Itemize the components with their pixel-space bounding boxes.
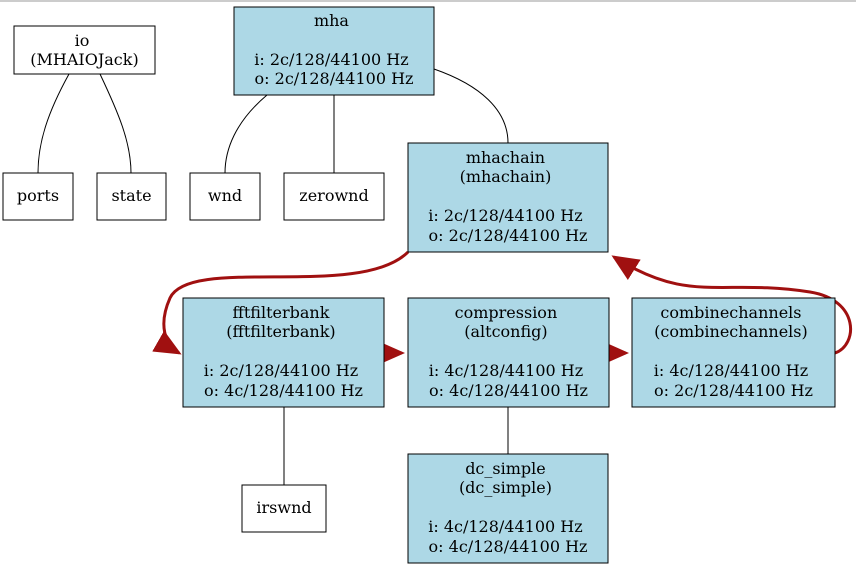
node-mhachain-box [407, 142, 609, 253]
node-irswnd: irswnd [241, 484, 327, 533]
node-fftfilterbank-label: fftfilterbank (fftfilterbank) i: 2c/128/… [204, 303, 364, 400]
node-state-label: state [111, 186, 151, 205]
node-mha: mha i: 2c/128/44100 Hz o: 2c/128/44100 H… [233, 6, 435, 96]
node-mhachain: mhachain (mhachain) i: 2c/128/44100 Hz o… [407, 142, 609, 253]
edge-io-state [99, 73, 132, 174]
node-compression-box [407, 297, 610, 408]
node-fftfilterbank: fftfilterbank (fftfilterbank) i: 2c/128/… [182, 297, 385, 408]
node-state: state [96, 172, 167, 221]
node-mhachain-label: mhachain (mhachain) i: 2c/128/44100 Hz o… [428, 148, 588, 245]
edge-mhachain-fftfilterbank [152, 250, 410, 355]
node-dc-simple: dc_simple (dc_simple) i: 4c/128/44100 Hz… [407, 453, 609, 564]
node-wnd-label: wnd [208, 186, 242, 205]
edge-io-ports [37, 73, 70, 174]
edge-combinechannels-mhachain [611, 255, 852, 355]
node-dc-simple-label: dc_simple (dc_simple) i: 4c/128/44100 Hz… [428, 459, 588, 556]
node-io-box [13, 25, 156, 75]
edge-mha-mhachain [433, 68, 509, 144]
node-compression: compression (altconfig) i: 4c/128/44100 … [407, 297, 610, 408]
node-compression-label: compression (altconfig) i: 4c/128/44100 … [429, 303, 589, 400]
node-io-label: io (MHAIOJack) [30, 31, 138, 69]
node-zerownd: zerownd [283, 172, 385, 221]
node-ports-box [2, 172, 74, 221]
edge-mha-wnd [224, 94, 268, 174]
node-mha-label: mha i: 2c/128/44100 Hz o: 2c/128/44100 H… [254, 11, 414, 88]
node-combinechannels-label: combinechannels (combinechannels) i: 4c/… [654, 303, 814, 400]
node-wnd-box [189, 172, 261, 221]
node-io: io (MHAIOJack) [13, 25, 156, 75]
node-ports-label: ports [17, 186, 59, 205]
node-combinechannels-box [631, 297, 836, 408]
signal-edges [152, 250, 852, 365]
node-wnd: wnd [189, 172, 261, 221]
node-combinechannels: combinechannels (combinechannels) i: 4c/… [631, 297, 836, 408]
node-irswnd-label: irswnd [256, 498, 311, 517]
node-ports: ports [2, 172, 74, 221]
node-state-box [96, 172, 167, 221]
node-irswnd-box [241, 484, 327, 533]
node-fftfilterbank-box [182, 297, 385, 408]
node-mha-box [233, 6, 435, 96]
node-zerownd-box [283, 172, 385, 221]
node-dc-simple-box [407, 453, 609, 564]
node-zerownd-label: zerownd [299, 186, 368, 205]
tree-edges [37, 68, 509, 485]
